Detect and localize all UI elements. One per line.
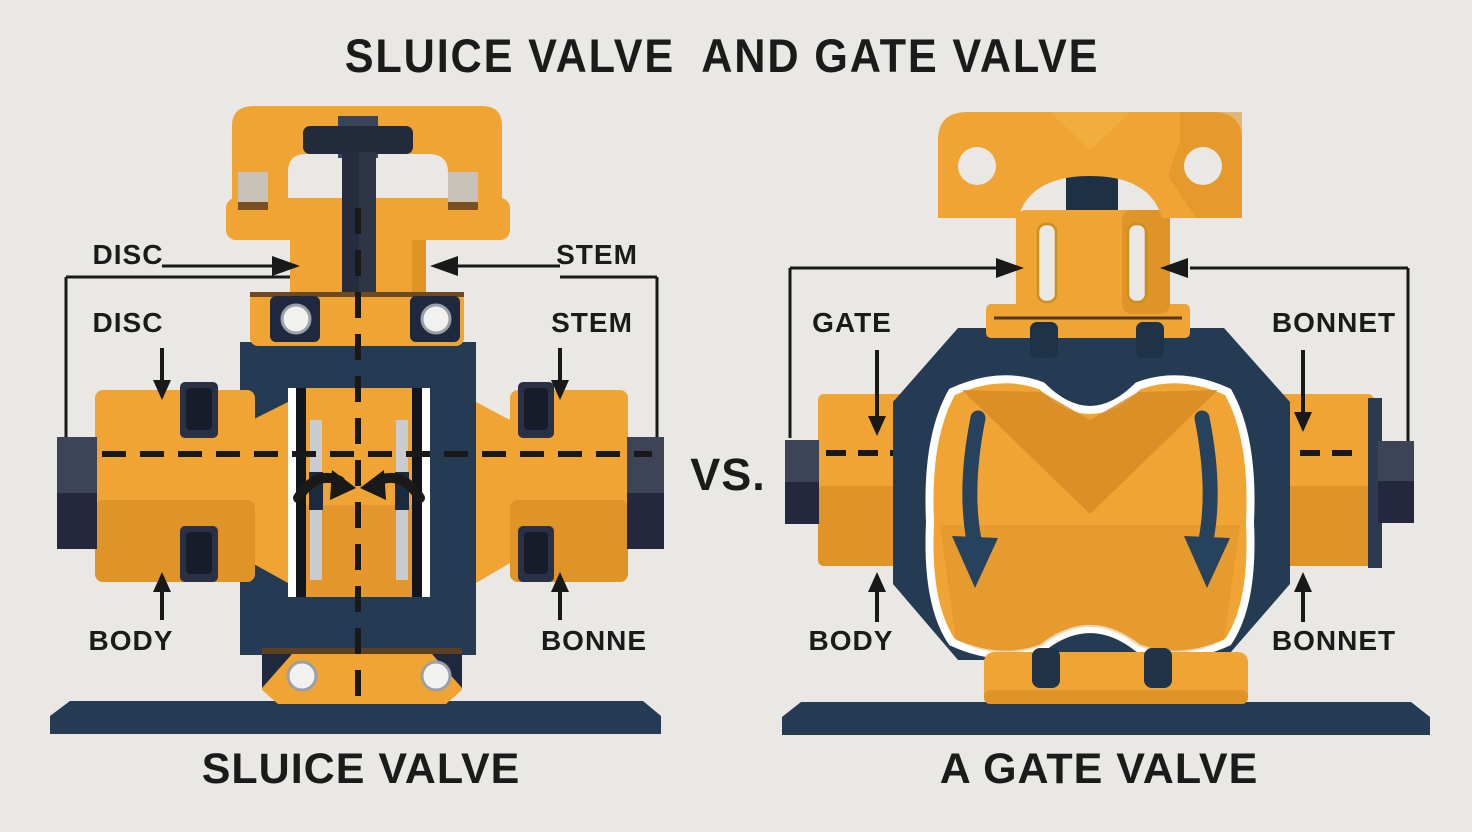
arrowhead [1294, 572, 1312, 592]
label-body-right: BODY [808, 625, 894, 656]
sluice-valve-illustration [50, 106, 664, 734]
label-bonnet-upper: BONNET [1271, 307, 1397, 338]
caption-sluice-valve: SLUICE VALVE [201, 745, 521, 793]
sluice-base-bar [50, 701, 661, 734]
gate-leader-lines [788, 258, 1410, 622]
arrowhead [153, 572, 171, 592]
gate-valve-illustration [782, 112, 1430, 735]
sluice-pipe-stubs [57, 437, 664, 549]
arrowhead [996, 258, 1024, 278]
sluice-centerlines [102, 208, 652, 702]
arrowhead [551, 380, 569, 400]
arrowhead [1294, 412, 1312, 432]
label-bonnet-left: BONNE [540, 625, 648, 656]
gland-insert-right [448, 172, 478, 202]
label-stem-upper: STEM [556, 239, 638, 270]
bolt [420, 303, 452, 335]
bolt [420, 660, 452, 692]
gate-chamber [925, 375, 1255, 659]
label-stem-lower: STEM [551, 307, 633, 338]
vs-text: VS. [690, 449, 766, 500]
diagram-title: SLUICE VALVE AND GATE VALVE [344, 29, 1100, 82]
sluice-leader-lines [64, 256, 659, 620]
arrowhead [868, 572, 886, 592]
label-gate: GATE [812, 307, 892, 338]
arrowhead [153, 380, 171, 400]
gate-base-bar [782, 702, 1430, 735]
arrowhead [868, 416, 886, 436]
label-body-left: BODY [88, 625, 174, 656]
bolt [286, 660, 318, 692]
caption-gate-valve: A GATE VALVE [939, 745, 1259, 793]
arrowhead [1160, 258, 1188, 278]
arrowhead [430, 256, 458, 276]
sluice-bonnet-flange [250, 292, 464, 346]
label-disc-lower: DISC [92, 307, 164, 338]
bolt [280, 303, 312, 335]
gland-insert-left [238, 172, 268, 202]
sluice-flow-arrows [293, 470, 425, 503]
sluice-bottom-flange [262, 648, 462, 704]
gate-base-plate [984, 648, 1248, 704]
sluice-bolt-slots [180, 382, 554, 582]
sluice-flange-blocks [95, 382, 628, 582]
label-disc-upper: DISC [92, 239, 164, 270]
sluice-pipe-cones [252, 402, 510, 583]
gate-pipes [785, 394, 1414, 568]
gate-yoke [1016, 210, 1170, 314]
gate-wedge-shade [962, 390, 1218, 514]
arrowhead [272, 256, 300, 276]
arrowhead [551, 572, 569, 592]
gate-flow-arrows [952, 410, 1230, 588]
handwheel-hole-left [958, 147, 996, 185]
handwheel-hole-right [1184, 147, 1222, 185]
label-bonnet-lower: BONNET [1271, 625, 1397, 656]
gate-handwheel [938, 112, 1242, 218]
